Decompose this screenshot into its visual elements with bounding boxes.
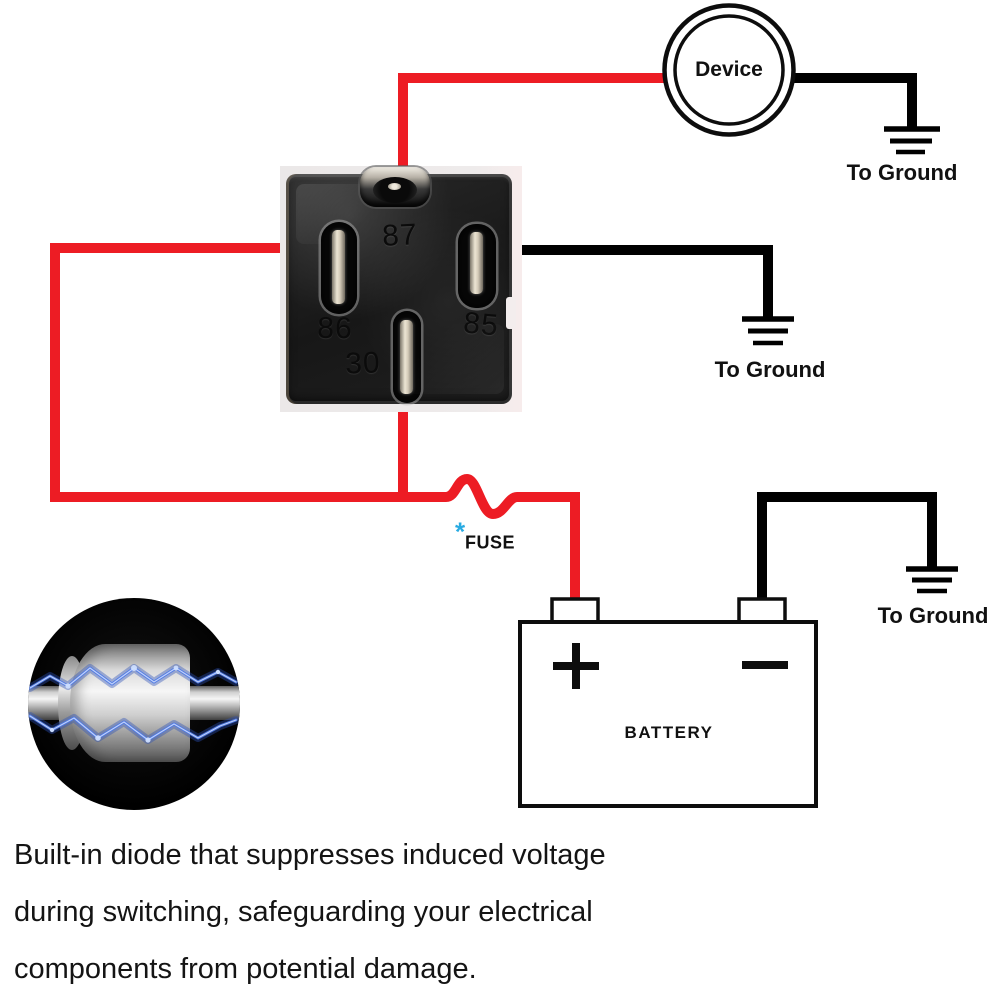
caption-line-1: Built-in diode that suppresses induced v… [14,839,606,871]
ground-symbol-device [884,126,940,155]
black-wire-device-to-ground [790,73,917,128]
battery-negative-terminal [737,597,787,624]
relay-photo: 87 86 85 30 [280,166,522,412]
caption-line-3: components from potential damage. [14,953,477,985]
battery-positive-terminal [550,597,600,624]
relay-slot-86 [321,222,357,314]
fuse-marker-asterisk: * [454,516,466,547]
relay-top-terminal [360,167,430,207]
device-inner-circle [673,14,785,126]
fuse-label: FUSE [464,532,516,553]
relay-body: 87 86 85 30 [286,174,512,404]
relay-top-terminal-rivet [388,183,401,190]
black-wire-battery-negative-to-ground [757,492,937,604]
diode-electric-arcs [28,664,240,744]
red-wire-pin86-fuse-to-battery-positive [50,243,580,604]
relay-pin-label-85: 85 [461,306,501,343]
ground-symbol-relay [742,316,794,346]
relay-pin-label-86: 86 [317,311,353,346]
battery-label: BATTERY [624,723,714,742]
relay-side-notch [506,297,516,329]
diode-body [70,644,190,762]
relay-pin-label-87: 87 [381,218,419,253]
device-ground-label: To Ground [846,160,958,185]
relay-pin-86 [332,230,345,304]
red-wire-pin87-to-device [398,73,666,180]
black-wire-pin85-to-ground [474,245,773,318]
relay-ground-label: To Ground [714,357,826,382]
battery-ground-label: To Ground [877,603,989,628]
relay-slot-85 [458,224,496,308]
battery-positive-symbol [553,643,599,689]
caption-line-2: during switching, safeguarding your elec… [14,896,593,928]
caption: Built-in diode that suppresses induced v… [14,827,674,998]
relay-top-terminal-hole [373,177,417,203]
relay-pin-label-30: 30 [344,346,382,381]
battery-negative-symbol [742,661,788,669]
diode-inset-photo [28,598,240,810]
ground-symbol-battery [906,566,958,594]
device-label: Device [695,58,763,81]
relay-pin-30 [400,320,413,394]
relay-pin-85 [470,232,483,294]
battery-body [518,620,818,808]
relay-slot-30 [393,311,421,403]
